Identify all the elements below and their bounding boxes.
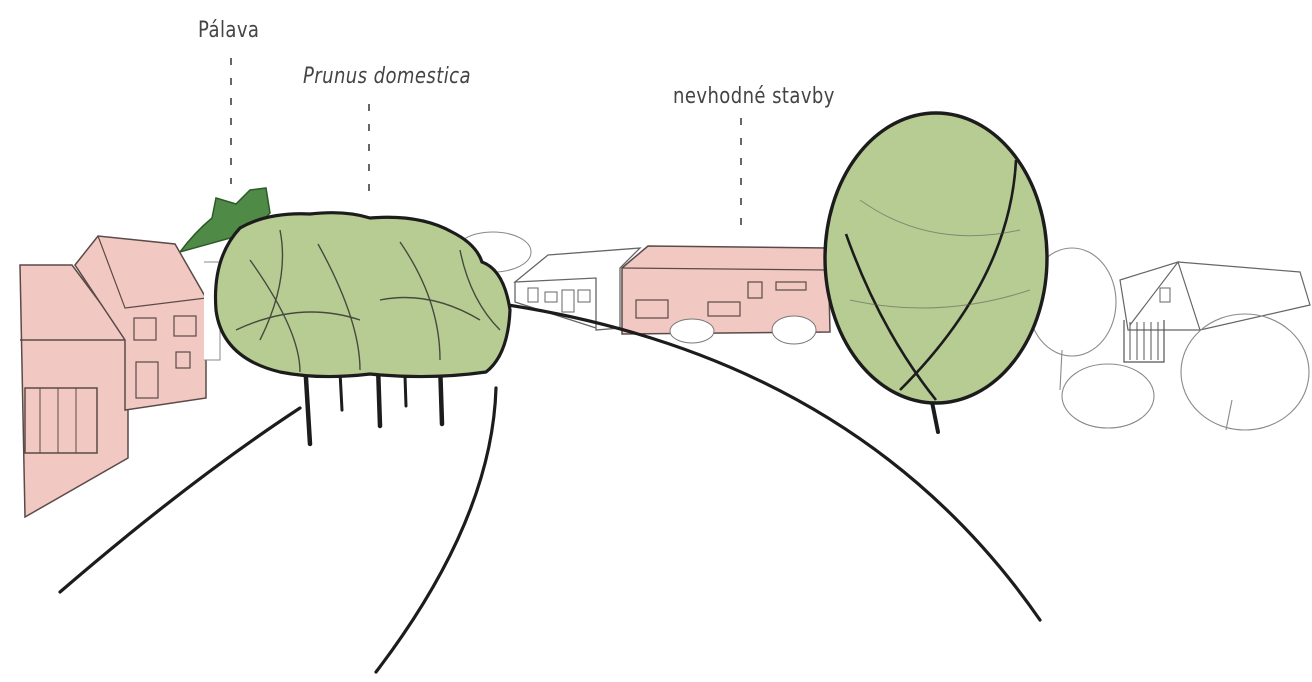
house-right-white <box>1120 262 1310 362</box>
deciduous-tree-large <box>825 113 1047 432</box>
label-unsuitable-buildings: nevhodné stavby <box>673 84 835 109</box>
plum-tree-row-icon <box>216 213 511 377</box>
label-palava: Pálava <box>198 18 259 43</box>
label-prunus-domestica: Prunus domestica <box>303 64 471 89</box>
